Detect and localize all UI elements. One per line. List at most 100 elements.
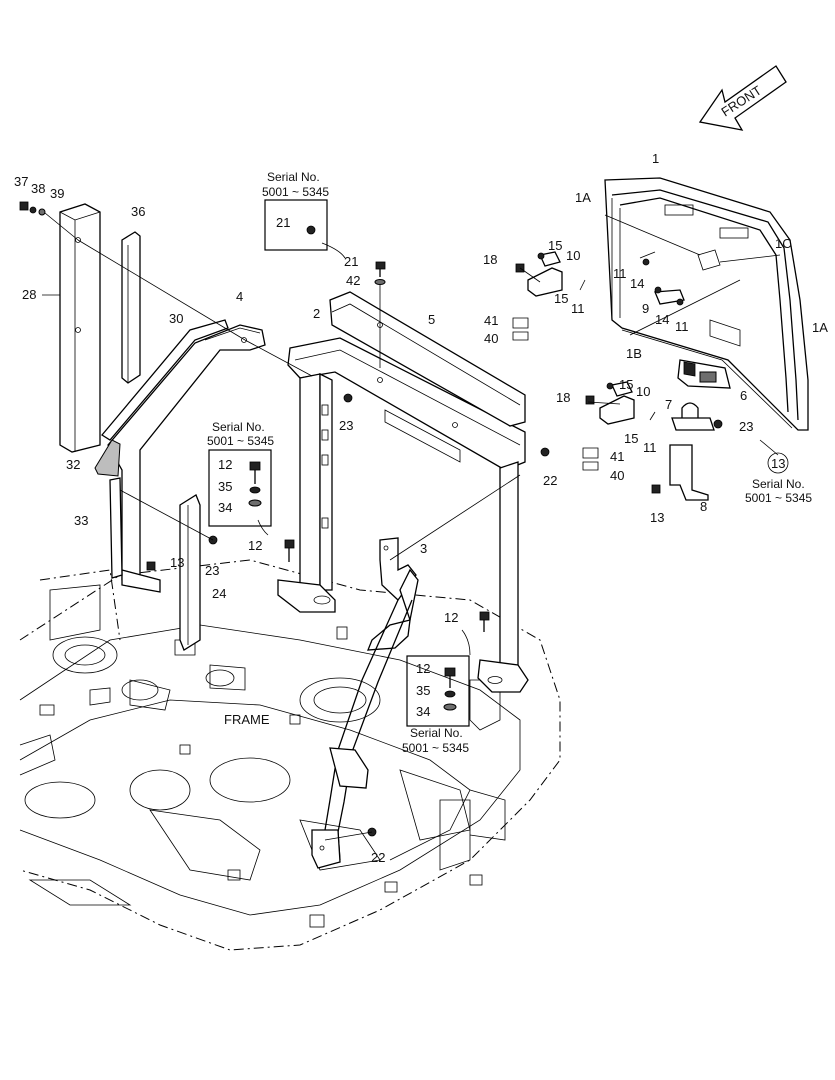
label-37: 37 (14, 174, 28, 189)
label-28: 28 (22, 287, 36, 302)
serial-box-3-item-35: 35 (416, 683, 430, 698)
part-28-post (59, 203, 101, 453)
serial-title-2: Serial No. (212, 420, 265, 434)
label-1: 1 (652, 151, 659, 166)
label-18-upper: 18 (483, 252, 497, 267)
bolt-22-upper (540, 447, 550, 457)
bolt-23-upper (343, 393, 353, 403)
serial-box-3-item-34: 34 (416, 704, 430, 719)
bolt-13-right (651, 484, 661, 494)
label-41-lower: 41 (610, 449, 624, 464)
label-11-d: 11 (643, 440, 657, 455)
label-11-b: 11 (571, 301, 585, 316)
serial-title-1: Serial No. (267, 170, 320, 184)
serial-box-2-item-35: 35 (218, 479, 232, 494)
label-15-b: 15 (554, 291, 568, 306)
serial-range-4: 5001 ~ 5345 (745, 491, 812, 505)
label-22-lower: 22 (371, 850, 385, 865)
label-23-right: 23 (739, 419, 753, 434)
bolt-12-right (479, 611, 490, 632)
label-23-upper: 23 (339, 418, 353, 433)
fastener-37-38-39 (19, 201, 79, 241)
part-32-pad (94, 439, 121, 477)
part-3-handrail (311, 537, 419, 869)
part-24-panel (179, 494, 201, 651)
serial-box-2-item-34: 34 (218, 500, 232, 515)
label-10-upper: 10 (566, 248, 580, 263)
frame-label: FRAME (224, 712, 270, 727)
label-39: 39 (50, 186, 64, 201)
part-labels: 1 1A 1A 1B 1C 2 3 4 5 6 7 8 9 10 10 11 1… (14, 151, 828, 865)
part-7-striker (671, 402, 715, 431)
label-13-left: 13 (170, 555, 184, 570)
label-14-b: 14 (655, 312, 669, 327)
front-arrow: FRONT (698, 65, 787, 131)
label-41-upper: 41 (484, 313, 498, 328)
bolt-21-washer-42 (374, 261, 386, 368)
label-15-d: 15 (624, 431, 638, 446)
label-42: 42 (346, 273, 360, 288)
label-30: 30 (169, 311, 183, 326)
serial-note-13: 13 Serial No. 5001 ~ 5345 (745, 439, 812, 505)
serial-box-21: Serial No. 5001 ~ 5345 21 (262, 170, 346, 259)
serial-box-3-item-12: 12 (416, 661, 430, 676)
leader-lines (42, 214, 781, 841)
label-15-a: 15 (548, 238, 562, 253)
part-5-plate (329, 291, 526, 463)
bolt-12-left (284, 539, 295, 562)
hinge-9-14 (639, 251, 685, 306)
hinge-10-upper (512, 251, 586, 341)
label-23-left: 23 (205, 563, 219, 578)
label-1c: 1C (775, 236, 792, 251)
label-40-upper: 40 (484, 331, 498, 346)
callout-13: 13 (771, 456, 785, 471)
label-22-upper: 22 (543, 473, 557, 488)
part-8-bracket (669, 444, 709, 501)
label-4: 4 (236, 289, 243, 304)
label-21: 21 (344, 254, 358, 269)
serial-title-4: Serial No. (752, 477, 805, 491)
label-6: 6 (740, 388, 747, 403)
label-12-left: 12 (248, 538, 262, 553)
label-8: 8 (700, 499, 707, 514)
label-9: 9 (642, 301, 649, 316)
label-15-c: 15 (619, 377, 633, 392)
label-10-lower: 10 (636, 384, 650, 399)
part-33-strip (109, 477, 123, 579)
hinge-10-lower (582, 381, 656, 471)
label-38: 38 (31, 181, 45, 196)
bolt-23-right (713, 419, 723, 429)
serial-title-3: Serial No. (410, 726, 463, 740)
label-40-lower: 40 (610, 468, 624, 483)
label-11-c: 11 (675, 319, 689, 334)
label-5: 5 (428, 312, 435, 327)
serial-range-2: 5001 ~ 5345 (207, 434, 274, 448)
serial-box-2-item-12: 12 (218, 457, 232, 472)
label-2: 2 (313, 306, 320, 321)
base-frame (19, 559, 561, 951)
part-36-strip (121, 231, 141, 384)
label-13-right: 13 (650, 510, 664, 525)
label-7: 7 (665, 397, 672, 412)
label-24: 24 (212, 586, 226, 601)
label-12-right: 12 (444, 610, 458, 625)
label-1b: 1B (626, 346, 642, 361)
label-33: 33 (74, 513, 88, 528)
serial-box-1-item: 21 (276, 215, 290, 230)
part-30-4-arm (101, 319, 266, 593)
label-36: 36 (131, 204, 145, 219)
part-6-latch (677, 359, 731, 389)
part-1-hood (604, 177, 809, 431)
serial-range-3: 5001 ~ 5345 (402, 741, 469, 755)
label-1a-top: 1A (575, 190, 591, 205)
label-18-lower: 18 (556, 390, 570, 405)
bolt-13-left (146, 561, 156, 571)
label-14-a: 14 (630, 276, 644, 291)
label-32: 32 (66, 457, 80, 472)
label-3: 3 (420, 541, 427, 556)
serial-box-left: Serial No. 5001 ~ 5345 12 35 34 (207, 420, 274, 536)
label-11-a: 11 (613, 266, 627, 281)
label-1a-right: 1A (812, 320, 828, 335)
serial-range-1: 5001 ~ 5345 (262, 185, 329, 199)
